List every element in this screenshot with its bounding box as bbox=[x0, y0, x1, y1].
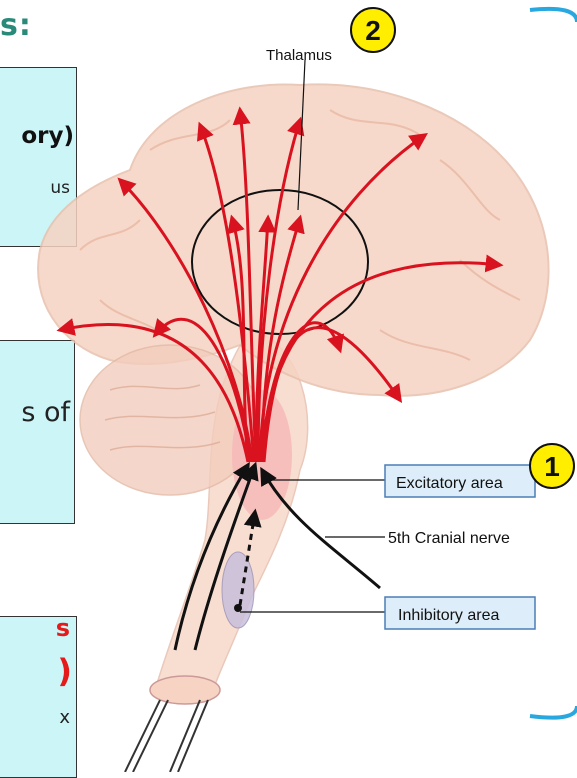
bracket-bottom bbox=[530, 706, 577, 718]
inhibitory-area-shape bbox=[222, 552, 254, 628]
badge-1-number: 1 bbox=[544, 451, 560, 482]
thalamus-label: Thalamus bbox=[266, 47, 332, 64]
excitatory-area-label: Excitatory area bbox=[396, 475, 503, 492]
bracket-top bbox=[530, 9, 577, 22]
badge-2-number: 2 bbox=[365, 15, 381, 46]
inhibitory-origin-dot bbox=[234, 604, 242, 612]
inhibitory-area-label: Inhibitory area bbox=[398, 607, 499, 624]
cranial-nerve-label: 5th Cranial nerve bbox=[388, 530, 510, 547]
spinal-cord-section bbox=[150, 676, 220, 704]
